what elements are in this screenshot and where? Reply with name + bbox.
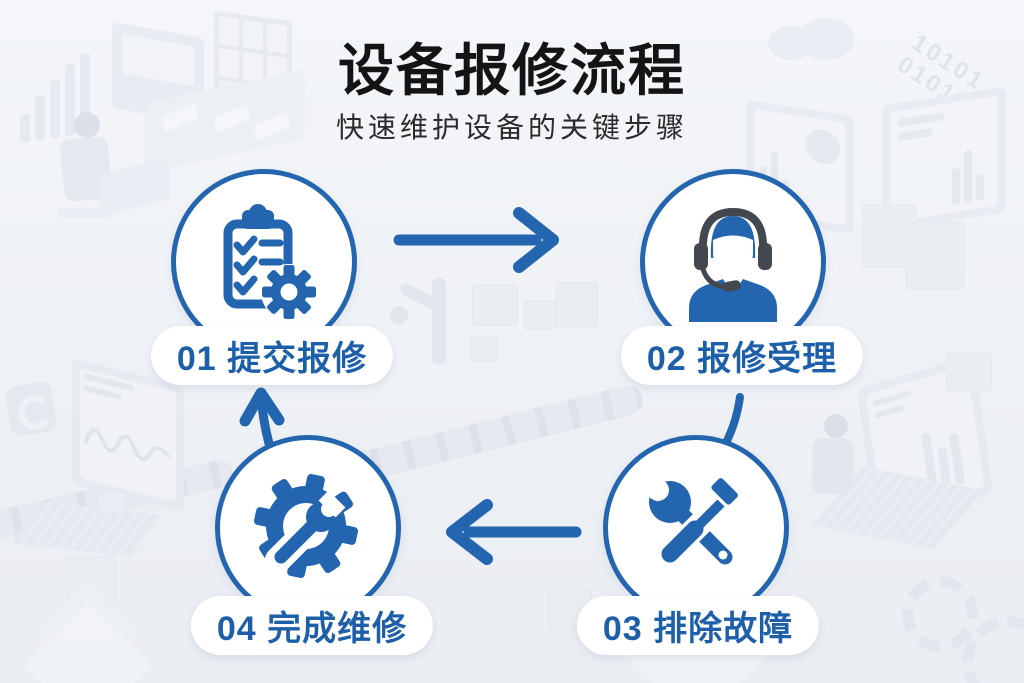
- bg-monitor: [72, 358, 184, 512]
- bg-cloud: [798, 18, 854, 60]
- bg-gear-shape: [902, 576, 978, 652]
- step1-label: 01 提交报修: [150, 326, 394, 385]
- bg-person-head: [824, 414, 848, 438]
- page-title: 设备报修流程: [338, 39, 686, 102]
- step3-label-text: 03 排除故障: [602, 610, 794, 648]
- bg-server: [906, 222, 964, 290]
- bg-wave-line: [84, 428, 170, 462]
- page-subtitle: 快速维护设备的关键步骤: [335, 112, 688, 143]
- arrow-step3-to-step4-icon: [446, 499, 582, 565]
- step1-circle: [171, 169, 357, 355]
- step2-label: 02 报修受理: [620, 326, 864, 385]
- bg-crate: [470, 336, 498, 362]
- crossed-wrench-screwdriver-icon: [636, 468, 738, 566]
- bg-chair: [58, 208, 112, 218]
- arrow-step1-to-step2-icon: [393, 207, 559, 273]
- bg-crate: [556, 282, 598, 328]
- bg-person-body: [812, 438, 854, 494]
- bg-crate: [524, 300, 556, 330]
- bg-gear-shape: [962, 616, 1024, 683]
- step1-label-text: 01 提交报修: [176, 340, 368, 378]
- clipboard-checklist-gear-icon: [223, 204, 317, 320]
- bg-robot-joint: [390, 306, 408, 324]
- step2-label-text: 02 报修受理: [646, 340, 838, 378]
- step3-circle: [603, 435, 789, 621]
- support-agent-headset-icon: [689, 207, 777, 322]
- step2-circle: [640, 169, 826, 355]
- step4-label-text: 04 完成维修: [216, 610, 408, 648]
- gear-with-wrench-icon: [254, 474, 358, 578]
- step4-circle: [215, 435, 401, 621]
- step4-label: 04 完成维修: [190, 596, 434, 655]
- bg-crate: [472, 284, 518, 326]
- step3-label: 03 排除故障: [576, 596, 820, 655]
- bg-person-head: [74, 112, 100, 138]
- bg-mouse: [96, 492, 128, 514]
- bg-crate: [946, 352, 992, 392]
